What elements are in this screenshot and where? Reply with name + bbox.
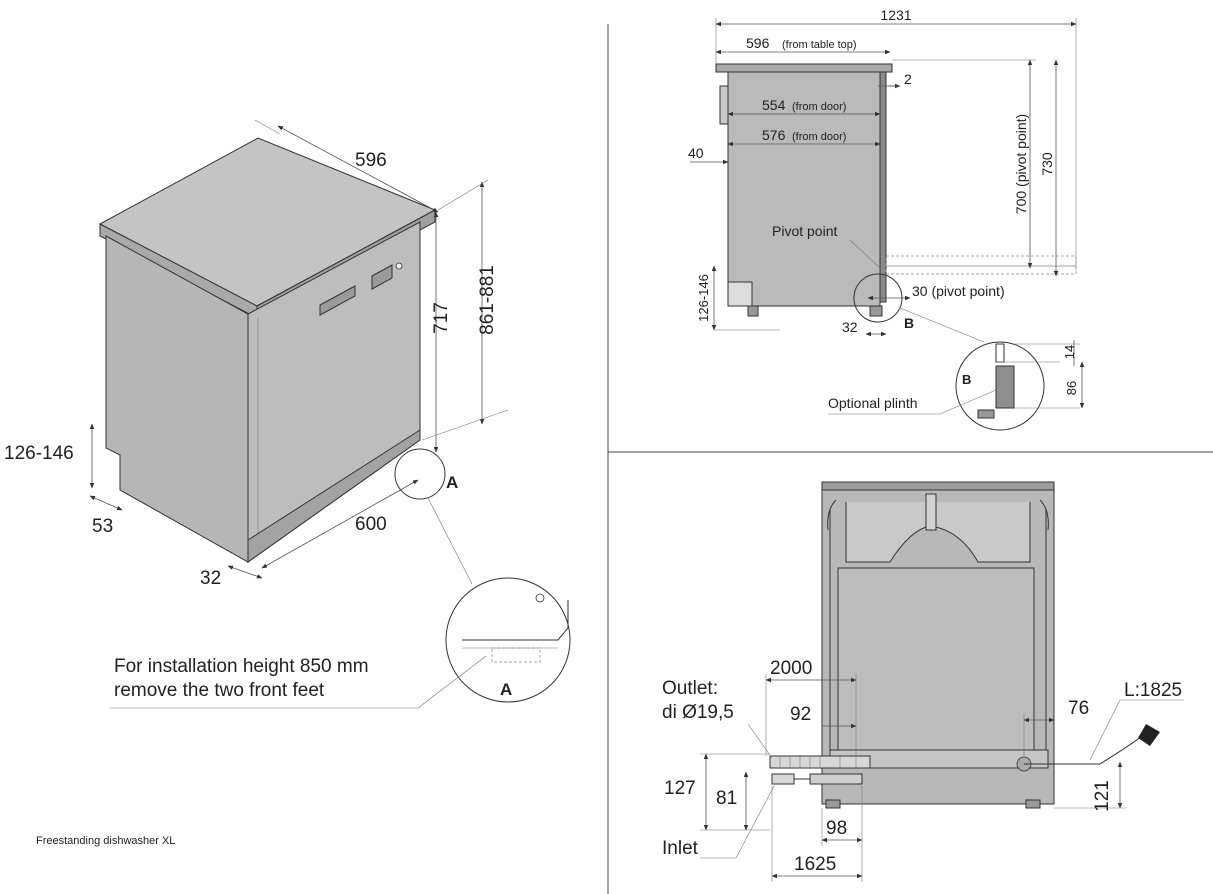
outlet-diameter-label: di Ø19,5 bbox=[662, 702, 734, 723]
side-depth-554-note: (from door) bbox=[792, 101, 846, 113]
detail-a-marker: A bbox=[446, 473, 458, 492]
rear-dimensions: Outlet: di Ø19,5 2000 92 127 81 Inlet 16… bbox=[662, 658, 1184, 882]
plinth-top-label: 14 bbox=[1062, 345, 1077, 359]
inlet-hose bbox=[771, 773, 795, 785]
optional-plinth-label: Optional plinth bbox=[828, 395, 918, 411]
side-foot-front-label: 32 bbox=[842, 319, 858, 335]
pivot-point-label: Pivot point bbox=[772, 223, 837, 239]
rear-dishwasher bbox=[769, 481, 1160, 809]
side-body bbox=[727, 71, 881, 307]
detail-b-marker: B bbox=[904, 315, 914, 331]
side-dishwasher bbox=[715, 63, 1077, 317]
iso-dimensions: 596 717 861-881 600 32 126-146 53 bbox=[4, 119, 509, 589]
height-81-label: 81 bbox=[716, 788, 737, 809]
side-pivot-offset-label: 30 (pivot point) bbox=[912, 283, 1005, 299]
iso-depth-label: 600 bbox=[355, 514, 387, 535]
plinth-height-label: 86 bbox=[1064, 381, 1079, 395]
caption: Freestanding dishwasher XL bbox=[36, 835, 175, 847]
iso-control-panel bbox=[371, 264, 393, 290]
iso-width-label: 596 bbox=[355, 150, 387, 171]
iso-door-offset-label: 32 bbox=[200, 568, 221, 589]
side-top-depth-note: (from table top) bbox=[782, 39, 857, 51]
iso-control-knob bbox=[395, 262, 403, 270]
side-gap-label: 2 bbox=[904, 71, 912, 87]
cable-offset-label: 76 bbox=[1068, 698, 1089, 719]
inlet-label: Inlet bbox=[662, 838, 699, 859]
outlet-offset-label: 92 bbox=[790, 704, 811, 725]
iso-foot-offset-label: 53 bbox=[92, 516, 113, 537]
iso-handle bbox=[319, 285, 356, 316]
side-door-height-label: 730 bbox=[1039, 152, 1055, 176]
detail-b-marker-circle bbox=[853, 273, 903, 323]
height-127-label: 127 bbox=[664, 778, 696, 799]
side-pivot-height-label: 700 (pivot point) bbox=[1013, 114, 1029, 214]
iso-total-height-label: 861-881 bbox=[477, 265, 498, 335]
install-note-line1: For installation height 850 mm bbox=[114, 656, 369, 677]
cable-length-label: L:1825 bbox=[1124, 680, 1182, 701]
door-open-outline bbox=[885, 255, 1077, 267]
iso-body-height-label: 717 bbox=[431, 302, 452, 334]
side-top-depth-label: 596 bbox=[746, 35, 770, 51]
side-table-top bbox=[715, 63, 893, 73]
side-dimensions: 1231 596 (from table top) 2 554 (from do… bbox=[688, 7, 1077, 337]
inlet-offset-label: 98 bbox=[826, 818, 847, 839]
detail-a-marker-circle bbox=[394, 448, 446, 500]
side-detail-b: B 14 86 B Optional plinth bbox=[828, 273, 1085, 431]
side-depth-576-note: (from door) bbox=[792, 131, 846, 143]
detail-b-label: B bbox=[962, 372, 971, 387]
side-depth-554-label: 554 bbox=[762, 97, 786, 113]
cable-height-label: 121 bbox=[1092, 780, 1113, 812]
outlet-label: Outlet: bbox=[662, 678, 718, 699]
detail-a-label: A bbox=[500, 680, 512, 699]
iso-feet-height-label: 126-146 bbox=[4, 443, 74, 464]
side-depth-576-label: 576 bbox=[762, 127, 786, 143]
iso-dishwasher bbox=[98, 137, 437, 563]
side-back-element bbox=[719, 85, 729, 125]
inlet-length-label: 1625 bbox=[794, 854, 836, 875]
detail-a-circle bbox=[445, 577, 571, 703]
side-total-depth-label: 1231 bbox=[880, 7, 911, 23]
power-plug-icon bbox=[1138, 724, 1160, 746]
side-door bbox=[879, 71, 887, 303]
side-feet-height-label: 126-146 bbox=[696, 274, 711, 322]
iso-detail-a: A A bbox=[110, 448, 571, 709]
side-back-offset-label: 40 bbox=[688, 145, 704, 161]
detail-b-circle bbox=[955, 341, 1045, 431]
outlet-length-label: 2000 bbox=[770, 658, 812, 679]
install-note-line2: remove the two front feet bbox=[114, 680, 325, 701]
